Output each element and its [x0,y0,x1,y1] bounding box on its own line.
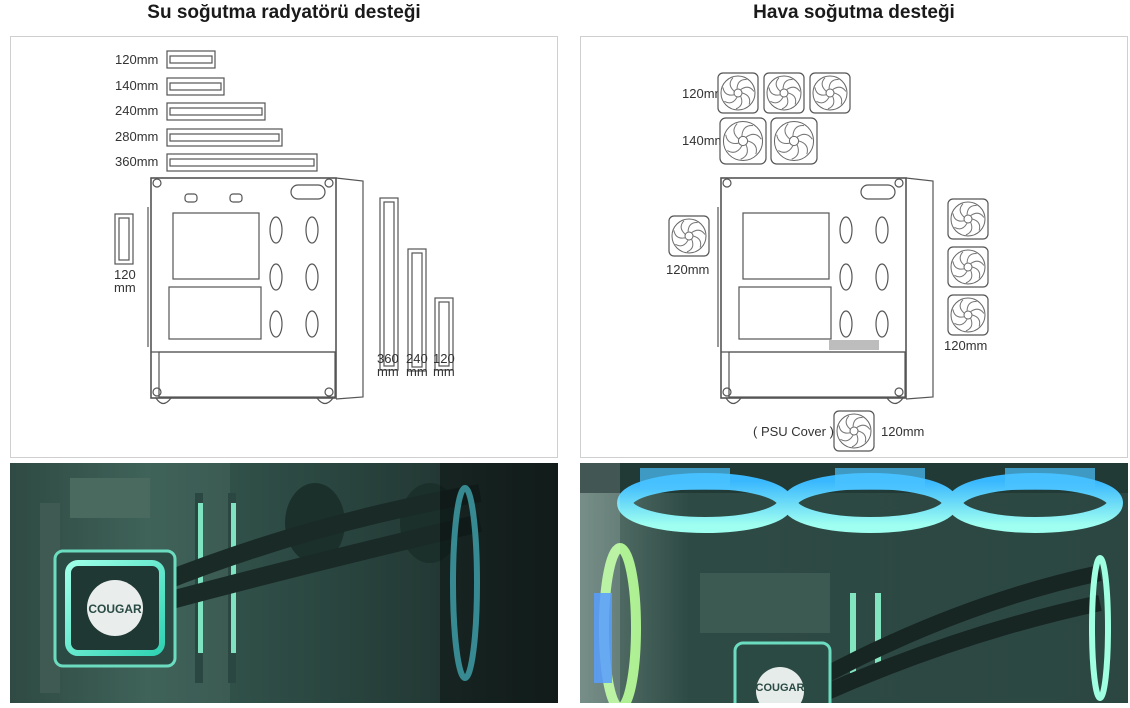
front-radiator-label: mm [406,364,428,379]
radiator-icon [434,297,454,371]
fan-icon [668,215,710,257]
water-cooling-photo: COUGAR [10,463,558,703]
water-cooling-title: Su soğutma radyatörü desteği [147,2,421,23]
radiator-icon [166,128,283,147]
front-radiator-label: 120 [433,351,455,366]
radiator-size-label: 140mm [115,78,159,93]
case-diagram [717,177,934,405]
fan-icon [717,72,759,114]
air-cooling-diagram-panel: 120mm 140mm 120mm 120mm ( PSU Cover ) 12… [580,36,1128,458]
radiator-size-label: 360mm [115,154,159,169]
fan-icon [947,246,989,288]
top-fan-120-label: 120mm [682,86,726,101]
front-radiator-label: mm [433,364,455,379]
case-diagram [147,177,364,405]
radiator-icon [114,213,134,265]
svg-text:COUGAR: COUGAR [756,682,805,694]
fan-icon [763,72,805,114]
front-fan-label: 120mm [944,338,988,353]
front-radiator-label: 360 [377,351,399,366]
air-cooling-photo: COUGAR [580,463,1128,703]
rear-radiator-label: 120 [114,267,136,282]
radiator-icon [379,197,399,371]
radiator-icon [166,77,225,96]
rear-radiator-label: mm [114,280,136,295]
fan-icon [719,117,767,165]
fan-icon [770,117,818,165]
psu-fan-label: 120mm [881,424,925,439]
radiator-icon [166,102,266,121]
water-cooling-diagram-panel: 120mm 140mm 240mm 280mm 360mm [10,36,558,458]
radiator-diagram [114,50,454,405]
rear-fan-label: 120mm [666,262,710,277]
radiator-size-label: 280mm [115,129,159,144]
radiator-size-label: 120mm [115,52,159,67]
fan-icon [947,198,989,240]
top-fan-140-label: 140mm [682,133,726,148]
fan-diagram [668,72,989,452]
psu-cover-label: ( PSU Cover ) [753,424,834,439]
radiator-icon [166,50,216,69]
radiator-icon [166,153,318,172]
front-radiator-label: mm [377,364,399,379]
fan-icon [809,72,851,114]
svg-text:COUGAR: COUGAR [88,602,142,616]
fan-icon [947,294,989,336]
radiator-size-label: 240mm [115,103,159,118]
front-radiator-label: 240 [406,351,428,366]
radiator-icon [407,248,427,372]
air-cooling-title: Hava soğutma desteği [753,2,955,23]
fan-icon [833,410,875,452]
